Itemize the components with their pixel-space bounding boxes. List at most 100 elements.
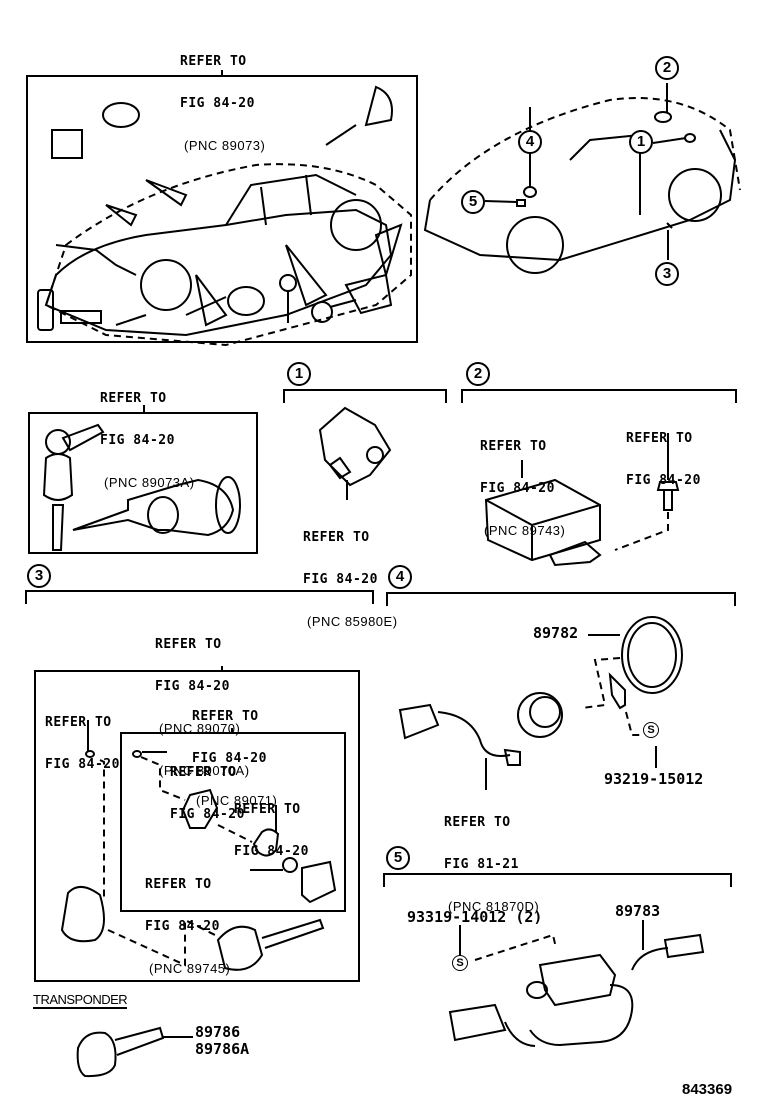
switch-plug-icon — [448, 1003, 507, 1042]
screw-icon — [85, 750, 95, 758]
overview-car-illustration — [37, 85, 412, 347]
switch-part-number: 89783 — [615, 902, 661, 920]
amplifier-part-number: 89782 — [533, 624, 579, 642]
callout-pnc: (PNC 89070A) — [159, 763, 250, 778]
callout-oring: REFER TO FIG 84-20 — [234, 775, 309, 873]
locator-1: 1 — [629, 130, 653, 154]
inner-screw-icon — [132, 750, 142, 758]
overview-box — [26, 75, 418, 343]
section-4-bracket — [386, 592, 736, 606]
callout-line: FIG 84-20 — [303, 572, 378, 587]
callout-line: FIG 84-20 — [234, 844, 309, 859]
callout-line: REFER TO — [626, 431, 693, 446]
key-blade-icon — [115, 314, 147, 326]
screw-symbol: S — [452, 955, 468, 971]
lock-cylinder-icon — [72, 478, 235, 537]
callout-pnc: (PNC 89745) — [149, 961, 231, 976]
key-assy-box — [34, 670, 360, 982]
locator-5: 5 — [461, 190, 485, 214]
transponder-key-part-number: 89786 — [195, 1023, 241, 1041]
callout-pnc: (PNC 89073) — [184, 138, 266, 153]
callout-line: FIG 84-20 — [100, 433, 175, 448]
section-2-bracket — [461, 389, 737, 403]
immobiliser-coil-icon — [102, 102, 140, 128]
section-5-badge: 5 — [386, 846, 410, 870]
callout-line: REFER TO — [303, 530, 370, 545]
lock-cylinder-icon — [227, 286, 265, 316]
locator-2: 2 — [655, 56, 679, 80]
callout-line: FIG 84-20 — [45, 757, 120, 772]
trim-icon — [37, 289, 54, 331]
callout-ignition-lock: REFER TO FIG 84-20 (PNC 89073A) — [100, 364, 195, 504]
amplifier-ring-icon — [621, 616, 683, 694]
callout-line: REFER TO — [192, 709, 259, 724]
callout-key-screw: REFER TO FIG 84-20 — [45, 688, 120, 786]
callout-transmitter: REFER TO FIG 84-20 (PNC 89071) — [192, 682, 277, 822]
callout-line: FIG 84-20 — [155, 679, 230, 694]
callout-ignition-switch: REFER TO FIG 84-20 (PNC 85980E) — [303, 503, 398, 643]
bolt-icon — [656, 481, 680, 491]
transponder-label: TRANSPONDER — [33, 992, 128, 1009]
battery-icon — [282, 857, 298, 873]
button-pad-icon — [301, 860, 337, 904]
section-1-bracket — [283, 389, 447, 403]
master-key-icon — [216, 925, 264, 971]
section-5-bracket — [383, 873, 732, 887]
callout-inner-screw: REFER TO FIG 84-20 — [170, 738, 245, 836]
callout-line: REFER TO — [480, 439, 547, 454]
callout-line: REFER TO — [444, 815, 511, 830]
callout-pnc: (PNC 81870D) — [448, 899, 540, 914]
callout-line: REFER TO — [234, 802, 301, 817]
figure-code: 843369 — [682, 1081, 733, 1098]
transponder-key-part-number-alt: 89786A — [195, 1040, 250, 1058]
callout-pnc: (PNC 85980E) — [307, 614, 398, 629]
pad-icon — [60, 310, 102, 324]
ecu-icon — [51, 129, 83, 159]
quarter-glass-icon — [374, 223, 403, 279]
callout-line: FIG 84-20 — [626, 473, 701, 488]
callout-pnc: (PNC 89073A) — [104, 475, 195, 490]
section-2-badge: 2 — [466, 362, 490, 386]
callout-line: FIG 84-20 — [192, 751, 267, 766]
key-blade-icon — [52, 504, 65, 551]
callout-line: REFER TO — [155, 637, 222, 652]
callout-battery: REFER TO FIG 84-20 (PNC 89745) — [145, 850, 230, 990]
callout-line: FIG 84-20 — [480, 481, 555, 496]
section-4-badge: 4 — [388, 565, 412, 589]
ecu-illustration — [484, 433, 680, 567]
transmitter-board-icon — [181, 788, 219, 829]
section-3-bracket — [25, 590, 374, 604]
callout-bolt: REFER TO FIG 84-20 — [626, 404, 701, 502]
door-cylinder-icon — [344, 273, 393, 315]
callout-overview: REFER TO FIG 84-20 (PNC 89073) — [180, 27, 265, 167]
locator-car-illustration — [423, 83, 741, 274]
oring-icon — [252, 828, 280, 857]
section-3-badge: 3 — [27, 564, 51, 588]
locator-3: 3 — [655, 262, 679, 286]
connector-icon — [398, 703, 440, 740]
amplifier-screw-part-number: 93219-15012 — [604, 770, 704, 788]
screw-symbol: S — [643, 722, 659, 738]
callout-line: REFER TO — [45, 715, 112, 730]
transponder-key-icon — [76, 1031, 117, 1078]
callout-immobiliser-ecu: REFER TO FIG 84-20 (PNC 89743) — [480, 412, 565, 552]
door-lock-icon — [364, 85, 393, 127]
callout-line: REFER TO — [145, 877, 212, 892]
key-head-icon — [42, 453, 74, 501]
switch-screw-part-number: 93319-14012 (2) — [407, 908, 543, 926]
ignition-lock-illustration — [42, 405, 241, 551]
callout-line: FIG 81-21 — [444, 857, 519, 872]
coil-ring-icon — [517, 692, 563, 738]
key-cover-icon — [60, 886, 105, 943]
callout-line: REFER TO — [170, 765, 237, 780]
callout-harness: REFER TO FIG 81-21 (PNC 81870D) — [444, 788, 539, 928]
switch-body-icon — [538, 953, 617, 1007]
callout-line: FIG 84-20 — [180, 96, 255, 111]
callout-line: FIG 84-20 — [170, 807, 245, 822]
section-1-badge: 1 — [287, 362, 311, 386]
ecu-box-icon — [484, 478, 601, 562]
